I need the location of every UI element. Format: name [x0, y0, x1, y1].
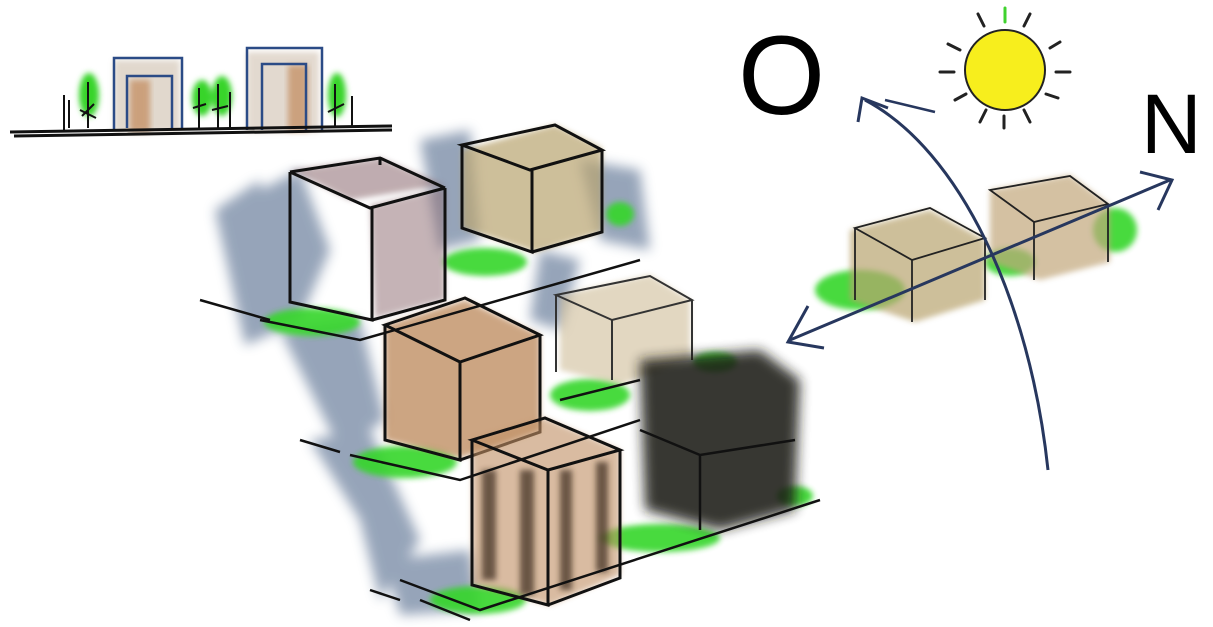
box-dark — [640, 350, 800, 530]
north-arrow-line — [790, 180, 1170, 340]
sun-icon — [940, 8, 1070, 128]
north-label: N — [1141, 82, 1202, 166]
box-upper-tan — [462, 125, 602, 252]
elevation-sketch — [10, 48, 392, 136]
west-label: O — [738, 20, 825, 132]
box-front — [472, 418, 620, 605]
